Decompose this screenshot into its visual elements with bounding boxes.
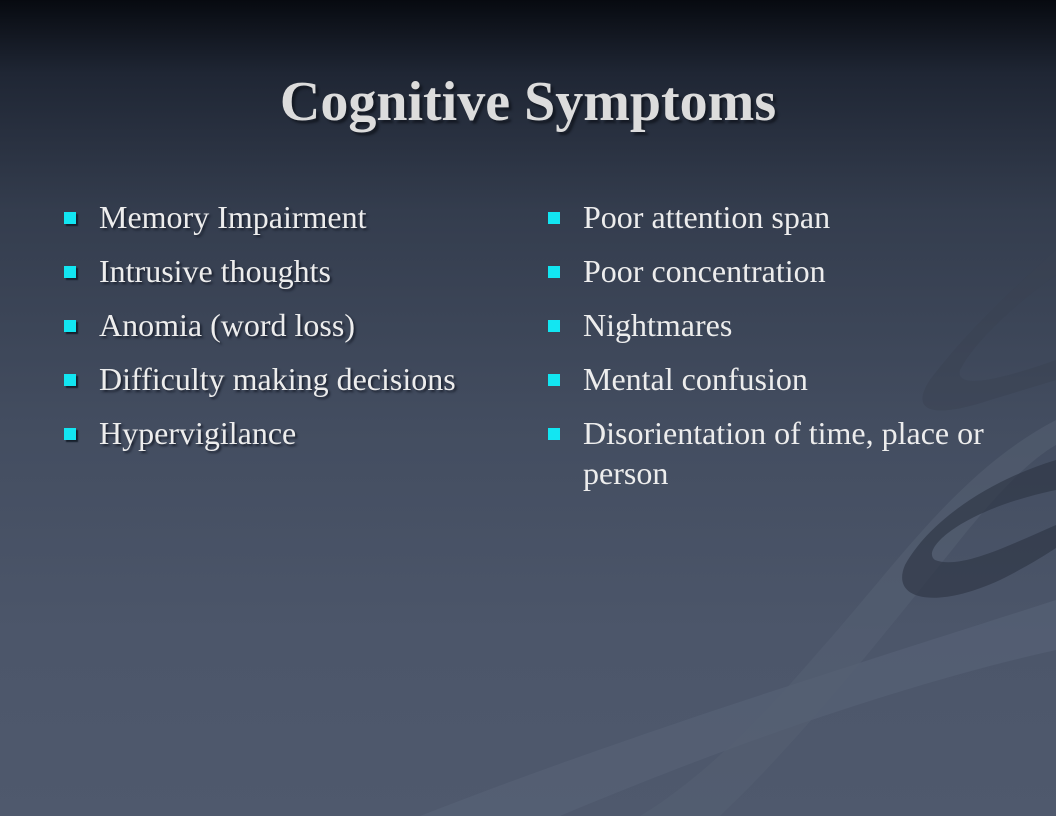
bullet-text: Nightmares [583, 307, 733, 343]
list-item: Intrusive thoughts [62, 251, 522, 291]
list-item: Poor concentration [546, 251, 986, 291]
list-item: Anomia (word loss) [62, 305, 522, 345]
square-bullet-icon [64, 428, 76, 440]
left-bullet-list: Memory Impairment Intrusive thoughts Ano… [62, 197, 522, 467]
square-bullet-icon [548, 212, 560, 224]
list-item: Memory Impairment [62, 197, 522, 237]
list-item: Mental confusion [546, 359, 986, 399]
list-item: Poor attention span [546, 197, 986, 237]
bullet-text: Intrusive thoughts [99, 253, 331, 289]
list-item: Nightmares [546, 305, 986, 345]
square-bullet-icon [548, 428, 560, 440]
square-bullet-icon [64, 212, 76, 224]
bullet-text: Poor concentration [583, 253, 826, 289]
slide-title: Cognitive Symptoms [279, 71, 777, 133]
bullet-text: Difficulty making decisions [99, 361, 456, 397]
bullet-text: Disorientation of time, place or person [583, 415, 984, 491]
list-item: Difficulty making decisions [62, 359, 522, 399]
bullet-text: Anomia (word loss) [99, 307, 355, 343]
square-bullet-icon [64, 266, 76, 278]
square-bullet-icon [64, 320, 76, 332]
list-item: Disorientation of time, place or person [546, 413, 986, 493]
bullet-text: Poor attention span [583, 199, 831, 235]
square-bullet-icon [548, 266, 560, 278]
right-bullet-list: Poor attention span Poor concentration N… [546, 197, 986, 507]
bullet-text: Mental confusion [583, 361, 808, 397]
list-item: Hypervigilance [62, 413, 522, 453]
bullet-text: Memory Impairment [99, 199, 367, 235]
square-bullet-icon [548, 374, 560, 386]
square-bullet-icon [548, 320, 560, 332]
square-bullet-icon [64, 374, 76, 386]
bullet-text: Hypervigilance [99, 415, 297, 451]
